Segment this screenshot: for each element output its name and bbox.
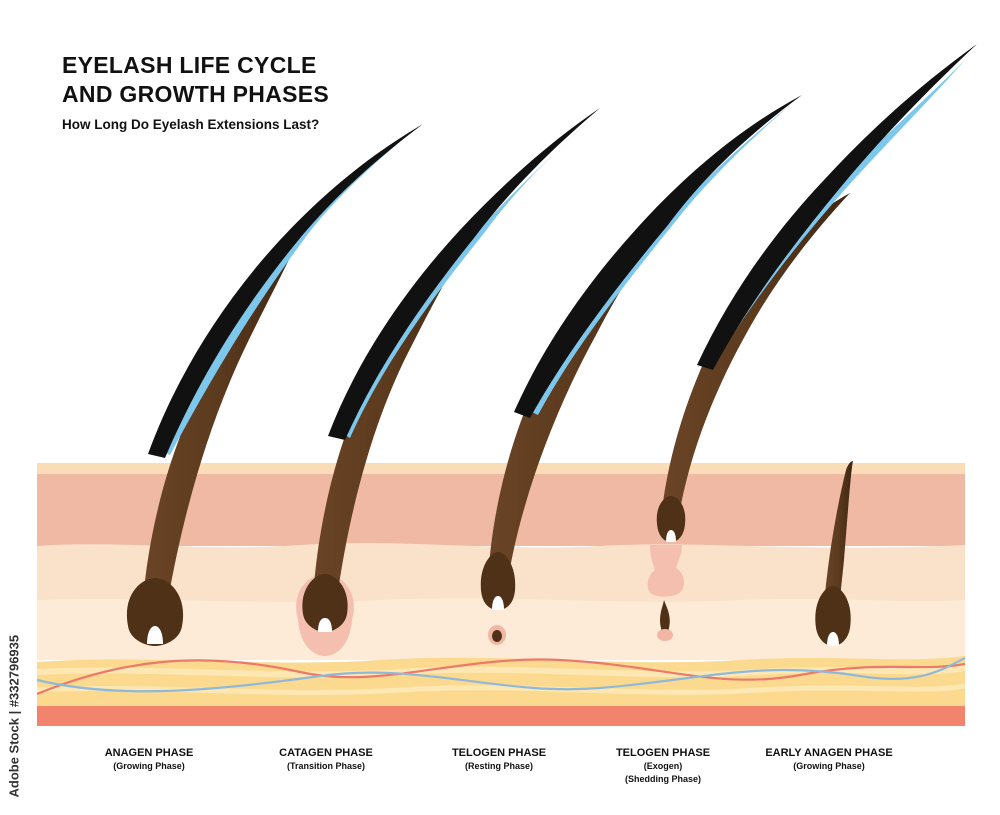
catagen-phase-label: CATAGEN PHASE (Transition Phase) <box>241 746 411 773</box>
new-natural-lash <box>824 461 853 604</box>
phase-name: TELOGEN PHASE <box>451 747 547 759</box>
red-blood-vessel <box>36 658 966 696</box>
phase-subtitle: (Exogen) <box>643 761 683 771</box>
anagen-lash-group <box>126 124 423 646</box>
telogen-lash-group <box>480 95 802 645</box>
natural-lash <box>143 243 297 600</box>
muscle-layer <box>37 706 965 726</box>
empty-follicle <box>647 545 685 597</box>
hair-follicle-bulb <box>126 578 184 646</box>
fat-layer-highlight <box>36 665 966 678</box>
watermark-text: Adobe Stock | #332796935 <box>6 634 22 798</box>
detached-papilla-core <box>492 630 502 642</box>
new-hair-germ <box>660 600 670 634</box>
natural-lash <box>488 208 667 580</box>
dermal-papilla <box>492 596 504 610</box>
lash-extension <box>697 44 977 370</box>
natural-lash <box>313 228 472 598</box>
hair-follicle-bulb <box>480 552 516 610</box>
glue-layer <box>528 105 790 415</box>
anagen-phase-label: ANAGEN PHASE (Growing Phase) <box>64 746 234 773</box>
stock-watermark: Adobe Stock | #332796935 <box>4 580 22 800</box>
dermal-papilla <box>318 618 332 632</box>
new-papilla <box>657 629 673 641</box>
blue-blood-vessel <box>36 657 966 693</box>
phase-name: EARLY ANAGEN PHASE <box>765 747 893 759</box>
lash-extension <box>328 108 600 440</box>
glue-layer <box>340 118 592 438</box>
phase-name: CATAGEN PHASE <box>279 747 373 759</box>
diagram-title-line1: EYELASH LIFE CYCLE <box>62 52 317 78</box>
early-anagen-phase-label: EARLY ANAGEN PHASE (Growing Phase) <box>744 746 914 773</box>
diagram-subtitle: How Long Do Eyelash Extensions Last? <box>62 117 320 132</box>
phase-name: TELOGEN PHASE <box>615 747 711 759</box>
hair-follicle-bulb <box>815 586 851 646</box>
glue-layer <box>160 130 414 455</box>
dermal-papilla <box>827 632 839 646</box>
lash-extension <box>514 95 802 418</box>
diagram-title-line2: AND GROWTH PHASES <box>62 81 330 107</box>
phase-subtitle: (Shedding Phase) <box>624 774 701 784</box>
phase-subtitle: (Growing Phase) <box>113 761 185 771</box>
shedding-bulb <box>656 496 686 542</box>
early-anagen-lash-group <box>815 461 853 646</box>
catagen-lash-group <box>296 108 600 656</box>
exogen-phase-label: TELOGEN PHASE (Exogen) (Shedding Phase) <box>578 746 748 786</box>
exogen-lash-group <box>647 44 977 641</box>
phase-subtitle: (Transition Phase) <box>286 761 366 771</box>
phase-subtitle: (Growing Phase) <box>793 761 865 771</box>
telogen-phase-label: TELOGEN PHASE (Resting Phase) <box>414 746 584 773</box>
phase-name: ANAGEN PHASE <box>104 747 194 759</box>
dermal-papilla <box>147 626 163 644</box>
skin-surface-layer <box>37 463 965 475</box>
hair-follicle-bulb <box>302 574 348 632</box>
fat-layer <box>37 656 965 706</box>
dermal-papilla <box>666 530 676 542</box>
phase-subtitle: (Resting Phase) <box>464 761 533 771</box>
natural-lash <box>662 193 850 510</box>
lash-extension <box>148 124 423 458</box>
